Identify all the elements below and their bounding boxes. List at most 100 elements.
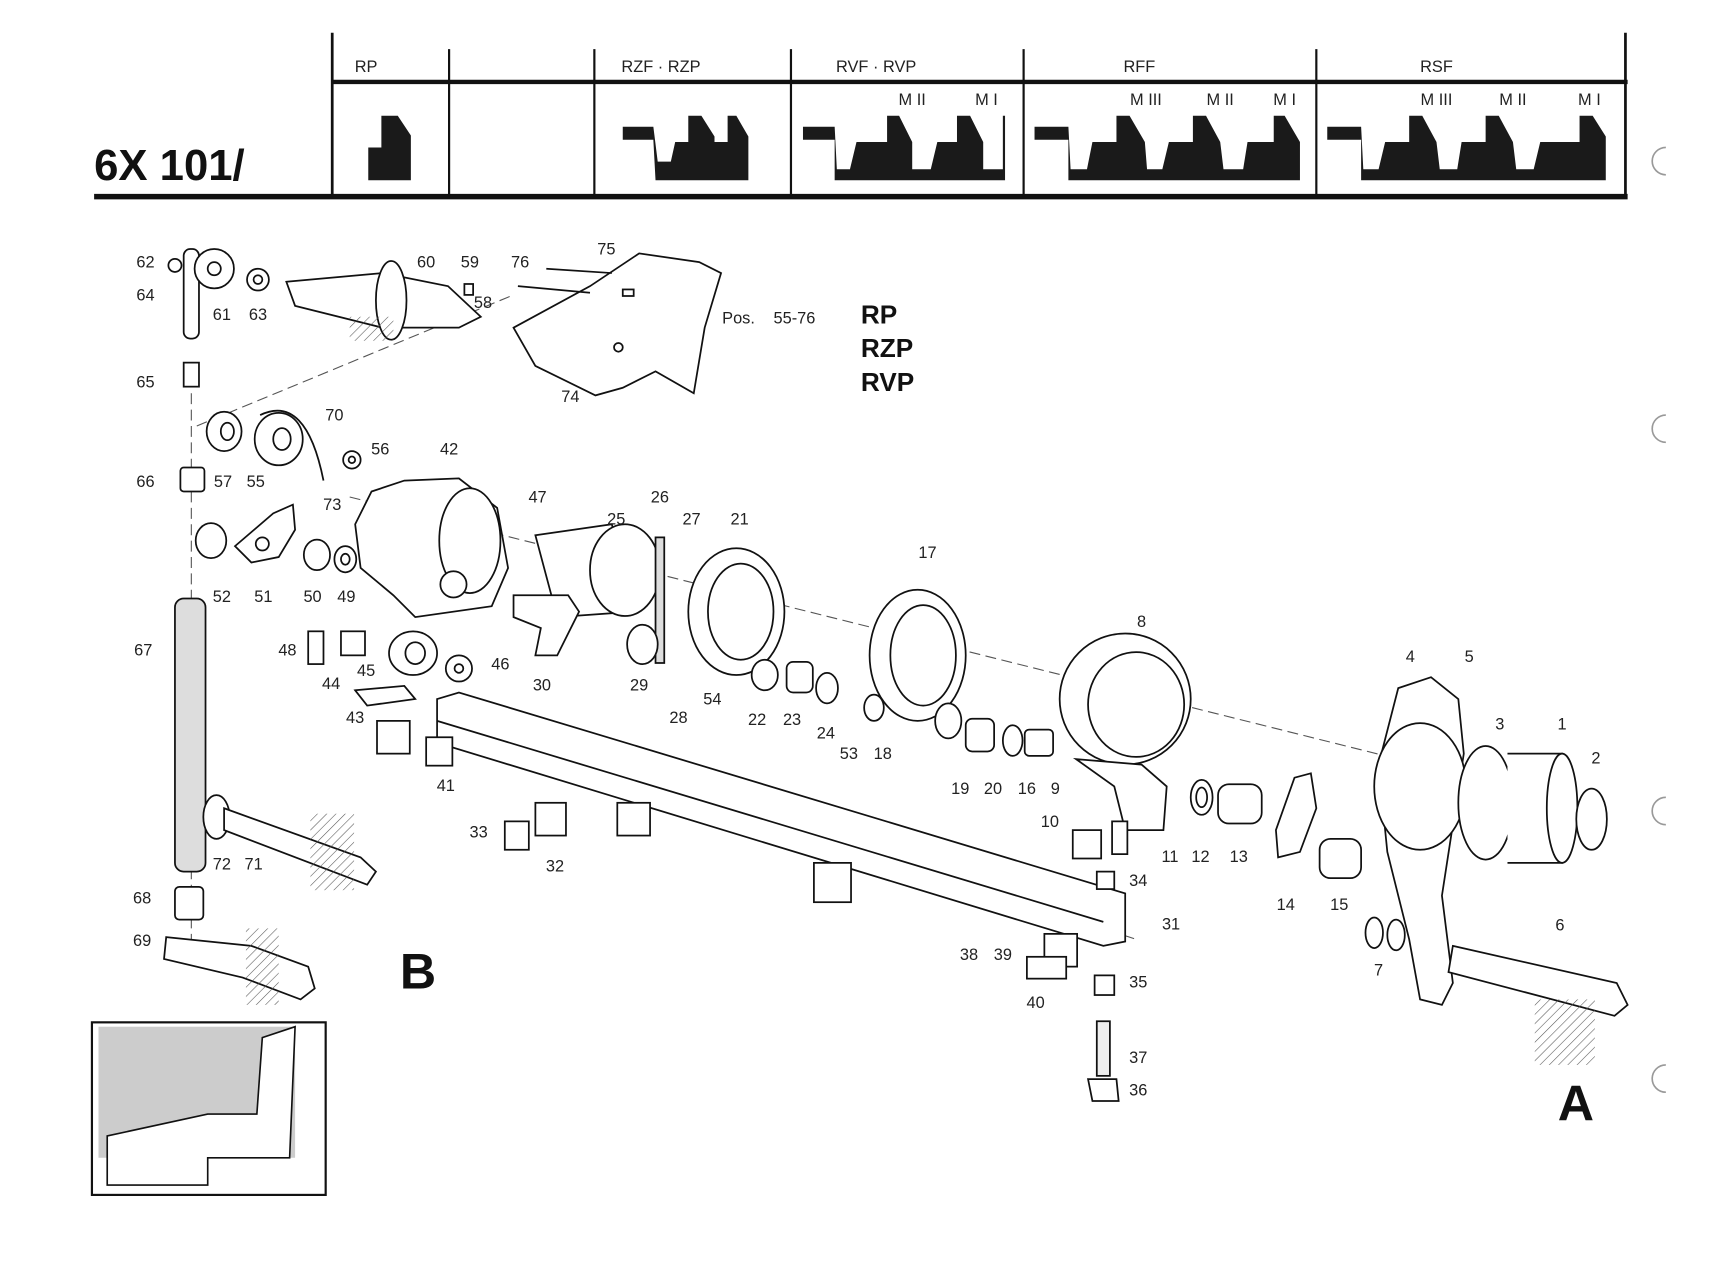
part-number-20: 20 <box>984 780 1002 798</box>
part-number-42: 42 <box>440 440 458 458</box>
part-number-13: 13 <box>1230 848 1248 866</box>
part-number-24: 24 <box>817 724 835 742</box>
column-subheader: M II <box>1207 91 1234 109</box>
column-subheader: M II <box>899 91 926 109</box>
part-number-15: 15 <box>1330 896 1348 914</box>
part-number-34: 34 <box>1129 872 1147 890</box>
part-number-65: 65 <box>136 374 154 392</box>
part-number-72: 72 <box>213 855 231 873</box>
part-number-75: 75 <box>597 240 615 258</box>
part-number-70: 70 <box>325 407 343 425</box>
part-number-60: 60 <box>417 254 435 272</box>
part-number-37: 37 <box>1129 1049 1147 1067</box>
column-header-4: RVF · RVP <box>836 58 916 76</box>
part-number-48: 48 <box>278 641 296 659</box>
part-number-55: 55 <box>247 473 265 491</box>
part-number-28: 28 <box>669 709 687 727</box>
part-number-47: 47 <box>528 488 546 506</box>
parts <box>163 248 1629 1102</box>
part-number-10: 10 <box>1041 813 1059 831</box>
part-number-21: 21 <box>731 510 749 528</box>
view-label-a: A <box>1558 1076 1594 1132</box>
part-number-68: 68 <box>133 889 151 907</box>
view-label-b: B <box>400 943 436 999</box>
column-header-1: RP <box>355 58 378 76</box>
part-number-45: 45 <box>357 662 375 680</box>
part-number-7: 7 <box>1374 961 1383 979</box>
column-header-3: RZF · RZP <box>621 58 700 76</box>
part-number-64: 64 <box>136 286 154 304</box>
part-number-23: 23 <box>783 711 801 729</box>
part-number-36: 36 <box>1129 1082 1147 1100</box>
part-number-50: 50 <box>303 588 321 606</box>
part-number-30: 30 <box>533 676 551 694</box>
part-number-39: 39 <box>994 946 1012 964</box>
part-number-16: 16 <box>1018 780 1036 798</box>
part-number-27: 27 <box>682 510 700 528</box>
part-number-67: 67 <box>134 641 152 659</box>
part-number-35: 35 <box>1129 973 1147 991</box>
part-number-32: 32 <box>546 858 564 876</box>
part-number-18: 18 <box>874 745 892 763</box>
part-number-56: 56 <box>371 440 389 458</box>
header-table <box>94 32 1628 200</box>
part-number-26: 26 <box>651 488 669 506</box>
part-number-71: 71 <box>244 855 262 873</box>
part-number-73: 73 <box>323 496 341 514</box>
column-header-5: RFF <box>1123 58 1155 76</box>
part-number-69: 69 <box>133 932 151 950</box>
page-title: 6X 101/ <box>94 141 245 190</box>
part-number-29: 29 <box>630 676 648 694</box>
part-number-63: 63 <box>249 306 267 324</box>
part-number-44: 44 <box>322 675 340 693</box>
part-number-6: 6 <box>1555 917 1564 935</box>
part-number-5: 5 <box>1465 648 1474 666</box>
column-subheader: M III <box>1421 91 1453 109</box>
part-number-33: 33 <box>469 824 487 842</box>
part-number-57: 57 <box>214 473 232 491</box>
part-number-62: 62 <box>136 254 154 272</box>
inset-detail <box>90 1021 327 1197</box>
pos-note-range: 55-76 <box>773 309 815 327</box>
column-subheader: M II <box>1499 91 1526 109</box>
column-header-6: RSF <box>1420 58 1453 76</box>
pos-note-model-rp: RP <box>861 299 897 329</box>
part-number-12: 12 <box>1191 848 1209 866</box>
column-subheader: M I <box>1578 91 1601 109</box>
pos-note-model-rzp: RZP <box>861 333 913 363</box>
part-number-49: 49 <box>337 588 355 606</box>
part-number-22: 22 <box>748 711 766 729</box>
part-number-4: 4 <box>1406 648 1415 666</box>
part-number-3: 3 <box>1495 716 1504 734</box>
part-number-8: 8 <box>1137 613 1146 631</box>
part-number-54: 54 <box>703 690 721 708</box>
part-number-53: 53 <box>840 745 858 763</box>
part-number-38: 38 <box>960 946 978 964</box>
part-number-11: 11 <box>1161 848 1178 866</box>
part-number-66: 66 <box>136 473 154 491</box>
part-number-2: 2 <box>1591 749 1600 767</box>
part-number-46: 46 <box>491 656 509 674</box>
part-number-74: 74 <box>561 388 579 406</box>
tooth-profiles <box>368 115 1606 181</box>
part-number-14: 14 <box>1277 896 1295 914</box>
part-number-19: 19 <box>951 780 969 798</box>
binder-holes <box>1651 146 1666 1094</box>
part-number-58: 58 <box>474 294 492 312</box>
header-column-labels: RP RZF · RZP RVF · RVP M II M I RFF M III M II M… <box>355 58 1601 109</box>
part-number-17: 17 <box>918 544 936 562</box>
part-number-1: 1 <box>1558 716 1567 734</box>
part-number-43: 43 <box>346 709 364 727</box>
column-subheader: M III <box>1130 91 1162 109</box>
pos-note-model-rvp: RVP <box>861 367 914 397</box>
part-number-76: 76 <box>511 254 529 272</box>
part-number-52: 52 <box>213 588 231 606</box>
part-number-59: 59 <box>461 254 479 272</box>
part-number-31: 31 <box>1162 915 1180 933</box>
part-number-40: 40 <box>1027 994 1045 1012</box>
part-number-41: 41 <box>437 777 455 795</box>
column-subheader: M I <box>975 91 998 109</box>
part-number-9: 9 <box>1051 780 1060 798</box>
